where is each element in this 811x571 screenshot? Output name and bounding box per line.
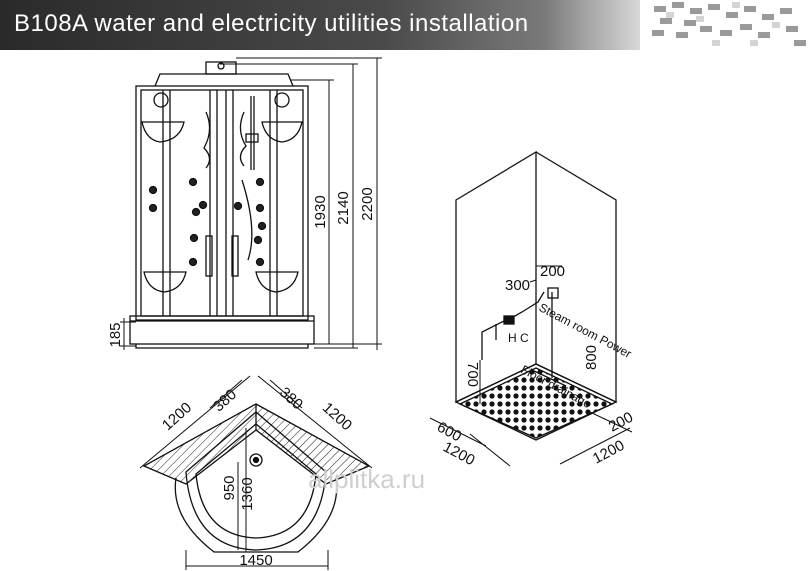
iso-floor-tray bbox=[454, 363, 618, 441]
dim-2140: 2140 bbox=[335, 191, 352, 224]
dim-1200-iso-right: 1200 bbox=[590, 437, 627, 468]
header-background bbox=[0, 0, 640, 50]
dim-1200-right: 1200 bbox=[319, 399, 355, 434]
plan-dimension-lines bbox=[139, 375, 373, 570]
iso-view bbox=[429, 150, 633, 467]
iso-dimension-lines bbox=[429, 265, 633, 467]
dim-380-right: 380 bbox=[276, 384, 306, 413]
installation-drawing: 2200 2140 1930 185 1200 1200 380 380 950… bbox=[107, 57, 636, 570]
plan-tray bbox=[174, 411, 338, 553]
dim-1200-left: 1200 bbox=[159, 399, 195, 434]
checker-pattern bbox=[652, 2, 806, 46]
plan-view bbox=[139, 375, 373, 570]
dim-185: 185 bbox=[107, 322, 124, 347]
dim-380-left: 380 bbox=[210, 386, 240, 415]
cabin-outline bbox=[129, 61, 315, 349]
watermark: allplitka.ru bbox=[308, 464, 425, 494]
dim-1930: 1930 bbox=[312, 195, 329, 228]
dim-2200: 2200 bbox=[359, 187, 376, 220]
dim-200-top: 200 bbox=[540, 263, 565, 280]
front-dimension-lines bbox=[120, 57, 382, 350]
corner-shelves bbox=[141, 121, 303, 293]
iso-pipes bbox=[481, 287, 567, 387]
dim-1360: 1360 bbox=[239, 477, 256, 510]
hot-cold-label: H C bbox=[508, 331, 529, 345]
massage-jets bbox=[148, 177, 267, 267]
dim-1200-iso-left: 1200 bbox=[440, 439, 477, 470]
page-title: B108A water and electricity utilities in… bbox=[14, 10, 529, 37]
dim-1450: 1450 bbox=[239, 552, 272, 569]
dim-950: 950 bbox=[221, 475, 238, 500]
dim-800: 800 bbox=[583, 345, 600, 370]
dim-700: 700 bbox=[464, 362, 481, 387]
front-view bbox=[120, 57, 382, 350]
dim-300: 300 bbox=[505, 277, 530, 294]
shower-fittings bbox=[153, 92, 290, 277]
header-bar: B108A water and electricity utilities in… bbox=[0, 0, 811, 50]
